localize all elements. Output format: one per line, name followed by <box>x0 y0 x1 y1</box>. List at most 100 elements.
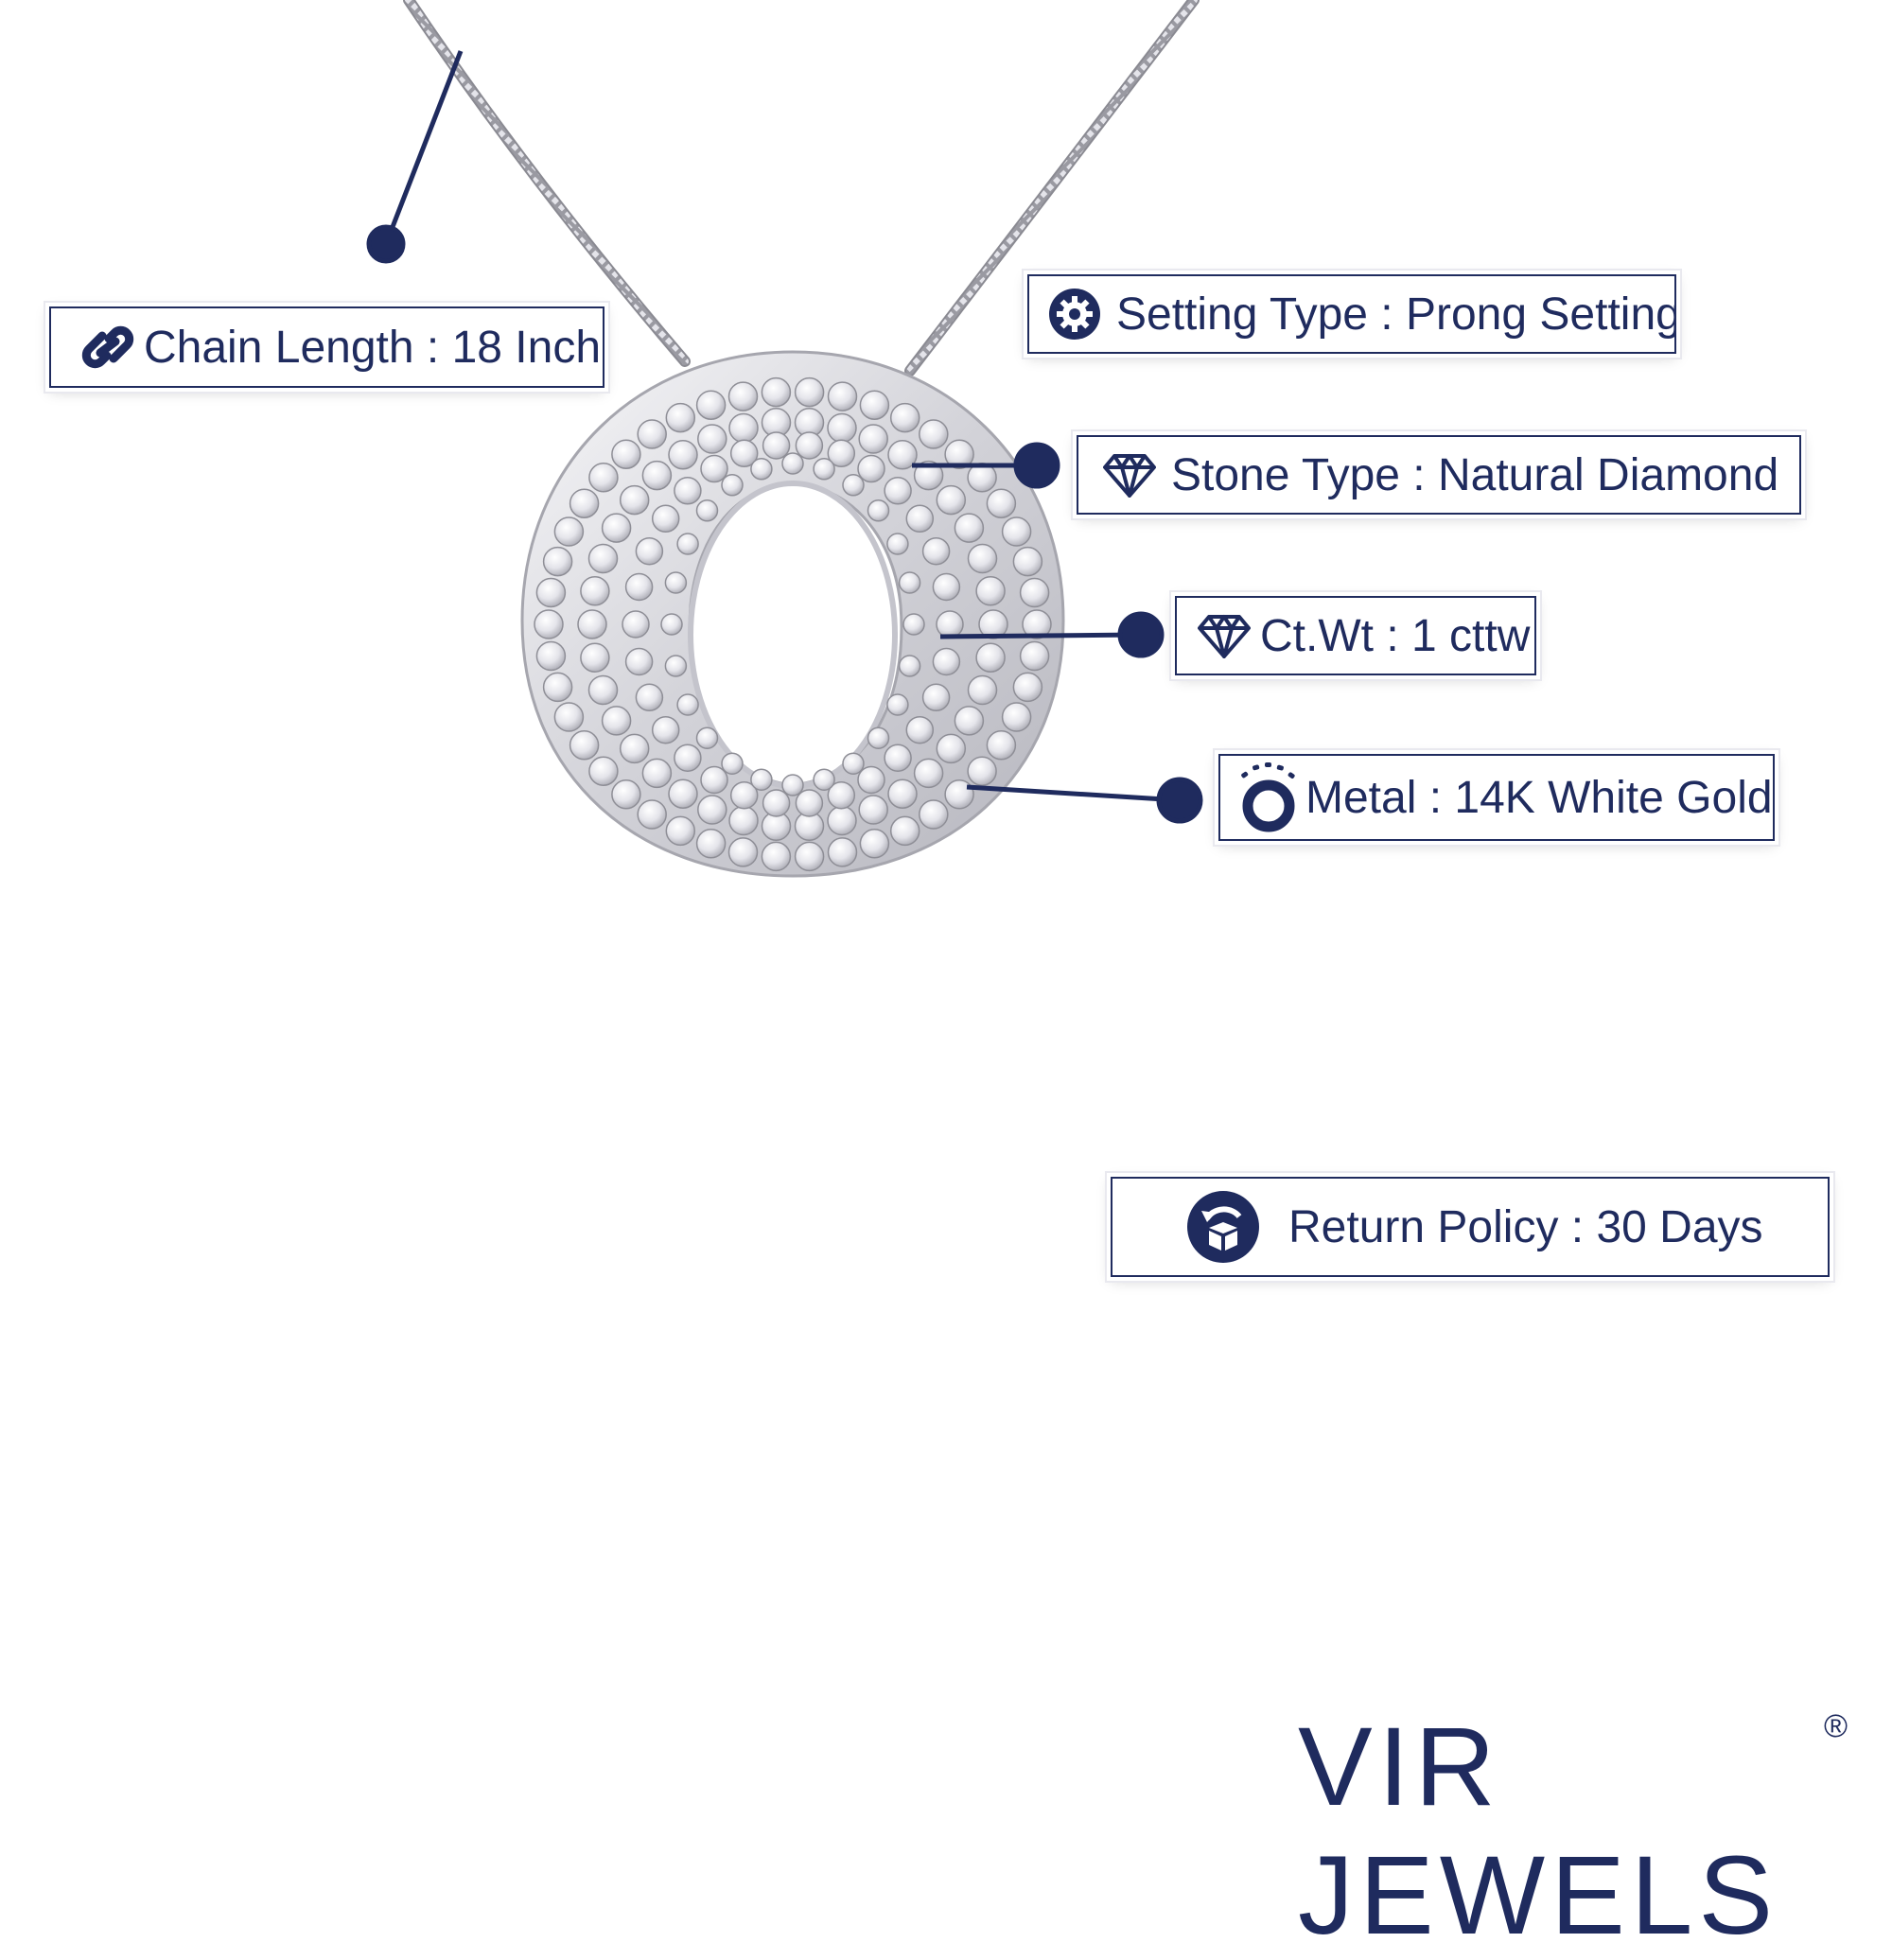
diamond-stone <box>728 412 759 444</box>
diamond-stone <box>884 477 912 505</box>
diamond-stone <box>827 412 857 444</box>
diamond-stone <box>651 504 680 534</box>
diamond-stone <box>721 752 744 775</box>
diamond-stone <box>1012 672 1043 703</box>
product-illustration <box>366 0 1203 878</box>
diamond-stone <box>813 458 835 481</box>
diamond-stone <box>867 726 890 749</box>
diamond-stone <box>794 376 825 408</box>
diamond-stone <box>944 439 974 469</box>
diamond-stone <box>827 439 856 468</box>
diamond-stone <box>921 536 951 566</box>
diamond-stone <box>695 499 719 522</box>
diamond-stone <box>534 609 564 639</box>
diamond-stone <box>932 647 961 676</box>
diamond-stone <box>637 799 667 830</box>
diamond-stone <box>700 454 728 483</box>
diamond-stone <box>674 477 702 505</box>
diamond-stone <box>619 484 650 516</box>
diamond-stone <box>676 693 699 716</box>
diamond-stone <box>697 795 727 825</box>
diamond-stone <box>898 655 921 677</box>
diamond-stone <box>750 458 773 481</box>
diamond-stone <box>660 613 683 636</box>
diamond-stone <box>601 706 632 736</box>
metal-callout: Metal : 14K White Gold <box>1215 750 1778 845</box>
diamond-stone <box>750 768 773 791</box>
necklace-chain <box>403 0 1200 376</box>
diamond-stone <box>1019 640 1050 672</box>
setting-type-callout: Setting Type : Prong Setting <box>1024 271 1681 358</box>
diamond-stone <box>668 440 698 470</box>
diamond-stone <box>761 376 792 408</box>
diamond-stone <box>889 815 920 847</box>
ring-icon <box>1235 761 1302 833</box>
diamond-stone <box>622 610 650 639</box>
diamond-stone <box>902 613 925 636</box>
diamond-stone <box>697 424 727 454</box>
metal-label: Metal : 14K White Gold <box>1305 772 1773 823</box>
diamond-stone <box>569 488 600 518</box>
diamond-stone <box>674 744 702 772</box>
product-image-stage: Chain Length : 18 Inch Setting <box>45 0 1848 1958</box>
chain-length-callout: Chain Length : 18 Inch <box>45 303 608 392</box>
diamond-stone <box>553 516 585 547</box>
diamond-stone <box>664 571 688 594</box>
diamond-stone <box>721 474 744 497</box>
return-box-icon <box>1186 1190 1260 1264</box>
diamond-stone <box>635 683 664 712</box>
diamond-stone <box>932 572 961 602</box>
diamond-stone <box>1001 516 1032 547</box>
diamond-stone <box>695 726 719 749</box>
diamond-stone <box>913 460 944 491</box>
return-policy-label: Return Policy : 30 Days <box>1288 1201 1763 1252</box>
diamond-stone <box>858 424 888 454</box>
diamond-stone <box>827 780 856 810</box>
diamond-stone <box>587 674 619 706</box>
diamond-stone <box>695 829 727 859</box>
carat-weight-label: Ct.Wt : 1 cttw <box>1260 610 1531 661</box>
diamond-stone <box>889 402 920 433</box>
diamond-stone <box>664 655 688 677</box>
pave-diamonds <box>534 376 1052 872</box>
diamond-stone <box>619 733 650 764</box>
diamond-icon <box>1198 613 1251 658</box>
diamond-stone <box>975 576 1006 606</box>
diamond-stone <box>921 683 951 712</box>
brand-logo: VIR JEWELS <box>1298 1705 1779 1958</box>
gear-icon <box>1048 288 1101 341</box>
diamond-stone <box>665 815 696 847</box>
setting-type-label: Setting Type : Prong Setting <box>1116 289 1681 340</box>
diamond-stone <box>919 799 949 830</box>
leader-lines <box>366 50 1203 824</box>
diamond-stone <box>944 779 974 810</box>
diamond-stone <box>986 488 1017 518</box>
diamond-stone <box>535 577 567 608</box>
diamond-stone <box>884 744 912 772</box>
diamond-stone <box>729 780 759 810</box>
diamond-stone <box>898 571 921 594</box>
diamond-stone <box>827 805 857 836</box>
diamond-stone <box>975 642 1006 673</box>
diamond-stone <box>794 841 825 872</box>
diamond-stone <box>542 672 573 703</box>
diamond-stone <box>542 546 573 577</box>
diamond-stone <box>729 439 759 468</box>
diamond-stone <box>967 543 998 574</box>
diamond-stone <box>936 484 967 516</box>
diamond-stone <box>857 765 885 795</box>
chain-length-label: Chain Length : 18 Inch <box>144 322 602 373</box>
diamond-stone <box>978 609 1008 639</box>
diamond-stone <box>795 431 824 460</box>
diamond-stone <box>535 640 567 672</box>
diamond-stone <box>919 419 949 449</box>
diamond-stone <box>886 693 909 716</box>
diamond-stone <box>601 513 632 543</box>
diamond-stone <box>727 381 759 411</box>
return-policy-callout: Return Policy : 30 Days <box>1107 1173 1833 1281</box>
diamond-stone <box>553 702 585 732</box>
diamond-stone <box>795 789 824 817</box>
diamond-stone <box>580 642 610 673</box>
diamond-stone <box>986 730 1017 761</box>
diamond-stone <box>668 779 698 809</box>
